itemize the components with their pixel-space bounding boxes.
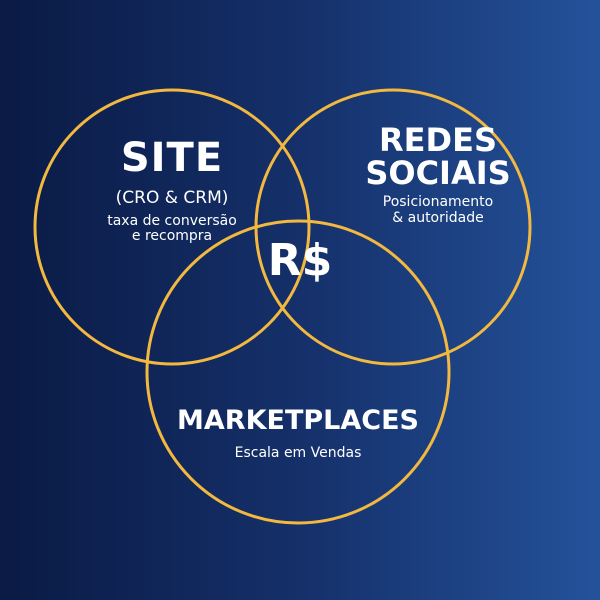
marketplaces-circle [145, 219, 451, 525]
site-description-line2: e recompra [131, 228, 213, 244]
redes-sociais-title-line1: REDES [379, 121, 497, 159]
site-description-line1: taxa de conversão [107, 213, 237, 229]
site-title: SITE [120, 135, 224, 181]
marketplaces-title: MARKETPLACES [177, 405, 419, 436]
center-revenue-label: R$ [267, 235, 333, 286]
site-circle [33, 88, 311, 366]
redes-sociais-title-line2: SOCIAIS [365, 154, 511, 192]
site-subtitle: (CRO & CRM) [115, 188, 229, 208]
redes-sociais-description-line1: Posicionamento [382, 194, 494, 210]
marketplaces-description: Escala em Vendas [234, 445, 362, 461]
redes-sociais-description-line2: & autoridade [392, 210, 484, 226]
